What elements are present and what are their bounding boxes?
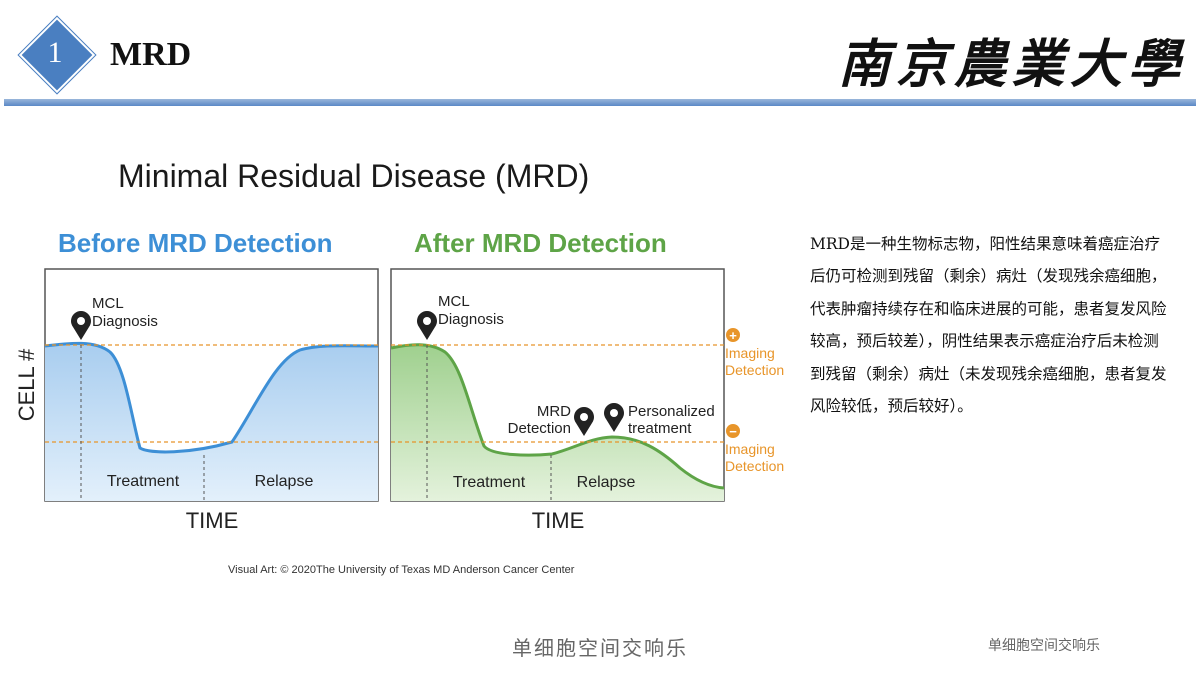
location-pin-icon xyxy=(604,402,625,432)
x-axis-label-before: TIME xyxy=(186,508,239,533)
y-axis-label: CELL # xyxy=(14,348,39,421)
minus-icon xyxy=(726,424,740,438)
panel-before: MCL Diagnosis Treatment Relapse TIME xyxy=(44,268,379,533)
area-before xyxy=(45,343,378,501)
figure-credit: Visual Art: © 2020The University of Texa… xyxy=(228,564,575,576)
section-badge: 1 xyxy=(18,16,96,94)
pin-label-after-1: MCL xyxy=(438,293,470,310)
phase-label-relapse-before: Relapse xyxy=(255,473,314,490)
minus-symbol: − xyxy=(729,424,737,439)
location-pin-icon xyxy=(71,311,91,340)
header-divider xyxy=(4,99,1196,106)
phase-label-treatment-after: Treatment xyxy=(453,474,526,491)
pin-label-after-2: Diagnosis xyxy=(438,311,504,328)
curve-before xyxy=(44,341,379,454)
lower-threshold-label-1: Imaging xyxy=(725,441,775,457)
panel-title-after: After MRD Detection xyxy=(414,228,667,258)
phase-label-treatment-before: Treatment xyxy=(107,473,180,490)
slide-title: MRD xyxy=(110,36,192,73)
area-after xyxy=(391,344,724,501)
phase-label-relapse-after: Relapse xyxy=(577,474,636,491)
figure-title: Minimal Residual Disease (MRD) xyxy=(118,158,590,194)
mrd-label-1: MRD xyxy=(537,403,571,420)
mrd-label-2: Detection xyxy=(508,420,571,437)
description-text: MRD是一种生物标志物，阳性结果意味着癌症治疗后仍可检测到残留（剩余）病灶（发现… xyxy=(810,235,1167,416)
location-pin-icon xyxy=(417,311,438,340)
plus-icon xyxy=(726,328,740,342)
curve-after xyxy=(390,343,725,490)
footer-center-text: 单细胞空间交响乐 xyxy=(512,636,688,660)
location-pin-icon xyxy=(574,406,594,436)
panel-after: MCL Diagnosis MRD Detection Personalized… xyxy=(390,268,725,533)
lower-threshold-label-2: Detection xyxy=(725,458,784,474)
personalized-label-2: treatment xyxy=(628,420,692,437)
panel-title-before: Before MRD Detection xyxy=(58,228,333,258)
pin-label-before-2: Diagnosis xyxy=(92,313,158,330)
x-axis-label-after: TIME xyxy=(532,508,585,533)
upper-threshold-label-2: Detection xyxy=(725,362,784,378)
pin-label-before-1: MCL xyxy=(92,295,124,312)
university-logo: 南京農業大學 xyxy=(837,34,1186,95)
plus-symbol: + xyxy=(729,328,737,343)
section-number: 1 xyxy=(47,36,63,69)
upper-threshold-label-1: Imaging xyxy=(725,345,775,361)
threshold-legend: + Imaging Detection − Imaging Detection xyxy=(725,328,784,474)
personalized-label-1: Personalized xyxy=(628,403,715,420)
footer-right-text: 单细胞空间交响乐 xyxy=(988,637,1100,653)
